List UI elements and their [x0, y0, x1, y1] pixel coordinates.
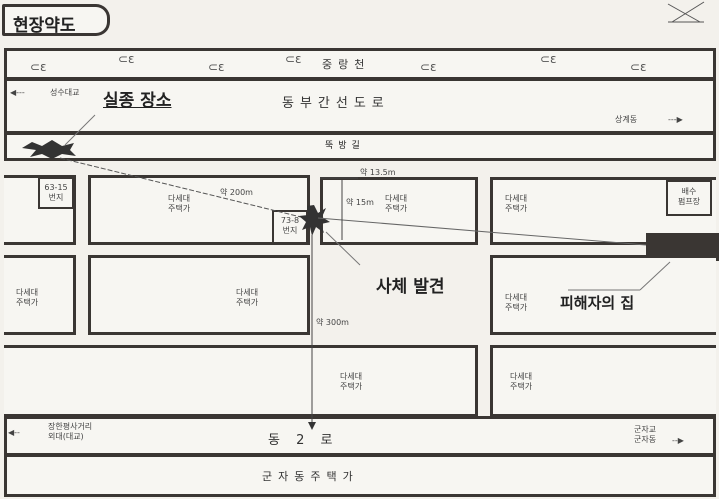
label: 다세대: [236, 288, 259, 297]
label: 다세대: [505, 194, 528, 203]
arrow-down-icon: [308, 422, 316, 430]
label: 번지: [48, 193, 64, 202]
body-callout-line: [325, 231, 361, 266]
arrow-right-icon: ‐‐‐▶: [668, 115, 683, 124]
label: 군자교: [634, 425, 657, 434]
victim-home-callout: 피해자의 집: [560, 294, 635, 312]
housing-block: [320, 177, 478, 245]
east-top-direction: 상계동: [615, 115, 638, 124]
fish-icon: ⊂ɛ: [285, 52, 302, 66]
label: 73-8: [280, 216, 300, 225]
fish-icon: ⊂ɛ: [420, 60, 437, 74]
arrow-right-icon: ‐‐▶: [672, 436, 684, 445]
bottom-area-label: 군자동주택가: [262, 470, 359, 483]
label: 장한평사거리: [48, 422, 93, 431]
label: 주택가: [340, 382, 363, 391]
path-line: [59, 157, 306, 219]
label: 다세대: [385, 194, 408, 203]
label: 주택가: [510, 382, 533, 391]
distance-label: 약 13.5m: [360, 168, 396, 177]
bottom-area: [4, 454, 716, 497]
housing-block: [490, 255, 716, 335]
label: 주택가: [385, 204, 408, 213]
missing-place-marker: [22, 140, 76, 159]
housing-block: [490, 345, 716, 417]
fish-icon: ⊂ɛ: [30, 60, 47, 74]
arrow-left-icon: ◀‐‐: [8, 428, 20, 437]
victim-path-line: [317, 217, 647, 246]
fish-icon: ⊂ɛ: [630, 60, 647, 74]
dong2-road-label: 동 2 로: [268, 433, 339, 448]
label: 군자동: [634, 435, 657, 444]
label: 주택가: [505, 303, 528, 312]
missing-place-callout: 실종 장소: [103, 91, 172, 111]
label: 주택가: [168, 204, 191, 213]
housing-block: [4, 345, 478, 417]
label: 63-15: [44, 183, 68, 192]
levee-label: 뚝방길: [325, 141, 365, 151]
fish-icon: ⊂ɛ: [540, 52, 557, 66]
fish-icon: ⊂ɛ: [208, 60, 225, 74]
compass-icon: [667, 1, 705, 23]
distance-label: 약 200m: [220, 188, 253, 197]
housing-block: [88, 255, 310, 335]
map-title: 현장약도: [13, 16, 76, 36]
label: 주택가: [16, 298, 39, 307]
body-found-callout: 사체 발견: [376, 277, 445, 297]
expressway: [4, 78, 716, 134]
label: 주택가: [505, 204, 528, 213]
label: 다세대: [168, 194, 191, 203]
distance-label: 약 15m: [346, 198, 374, 207]
expressway-label: 동부간선도로: [282, 96, 390, 111]
label: 펌프장: [677, 197, 701, 206]
label: 주택가: [236, 298, 259, 307]
label: 다세대: [16, 288, 39, 297]
distance-label: 약 300m: [316, 318, 349, 327]
missing-callout-line: [64, 114, 96, 146]
fish-icon: ⊂ɛ: [118, 52, 135, 66]
arrow-left-icon: ◀‐‐‐: [10, 88, 25, 97]
label: 배수: [681, 187, 697, 196]
river-label: 중랑천: [322, 58, 371, 71]
west-top-direction: 성수대교: [50, 88, 80, 97]
label: 번지: [282, 226, 298, 235]
victim-callout-line: [639, 261, 671, 291]
label: 다세대: [510, 372, 533, 381]
body-found-marker: [299, 205, 330, 236]
label: 외대(대교): [48, 432, 84, 441]
label: 다세대: [505, 293, 528, 302]
housing-block: [4, 255, 76, 335]
levee-road: [4, 132, 716, 161]
label: 다세대: [340, 372, 363, 381]
title-box: 현장약도: [2, 4, 110, 36]
